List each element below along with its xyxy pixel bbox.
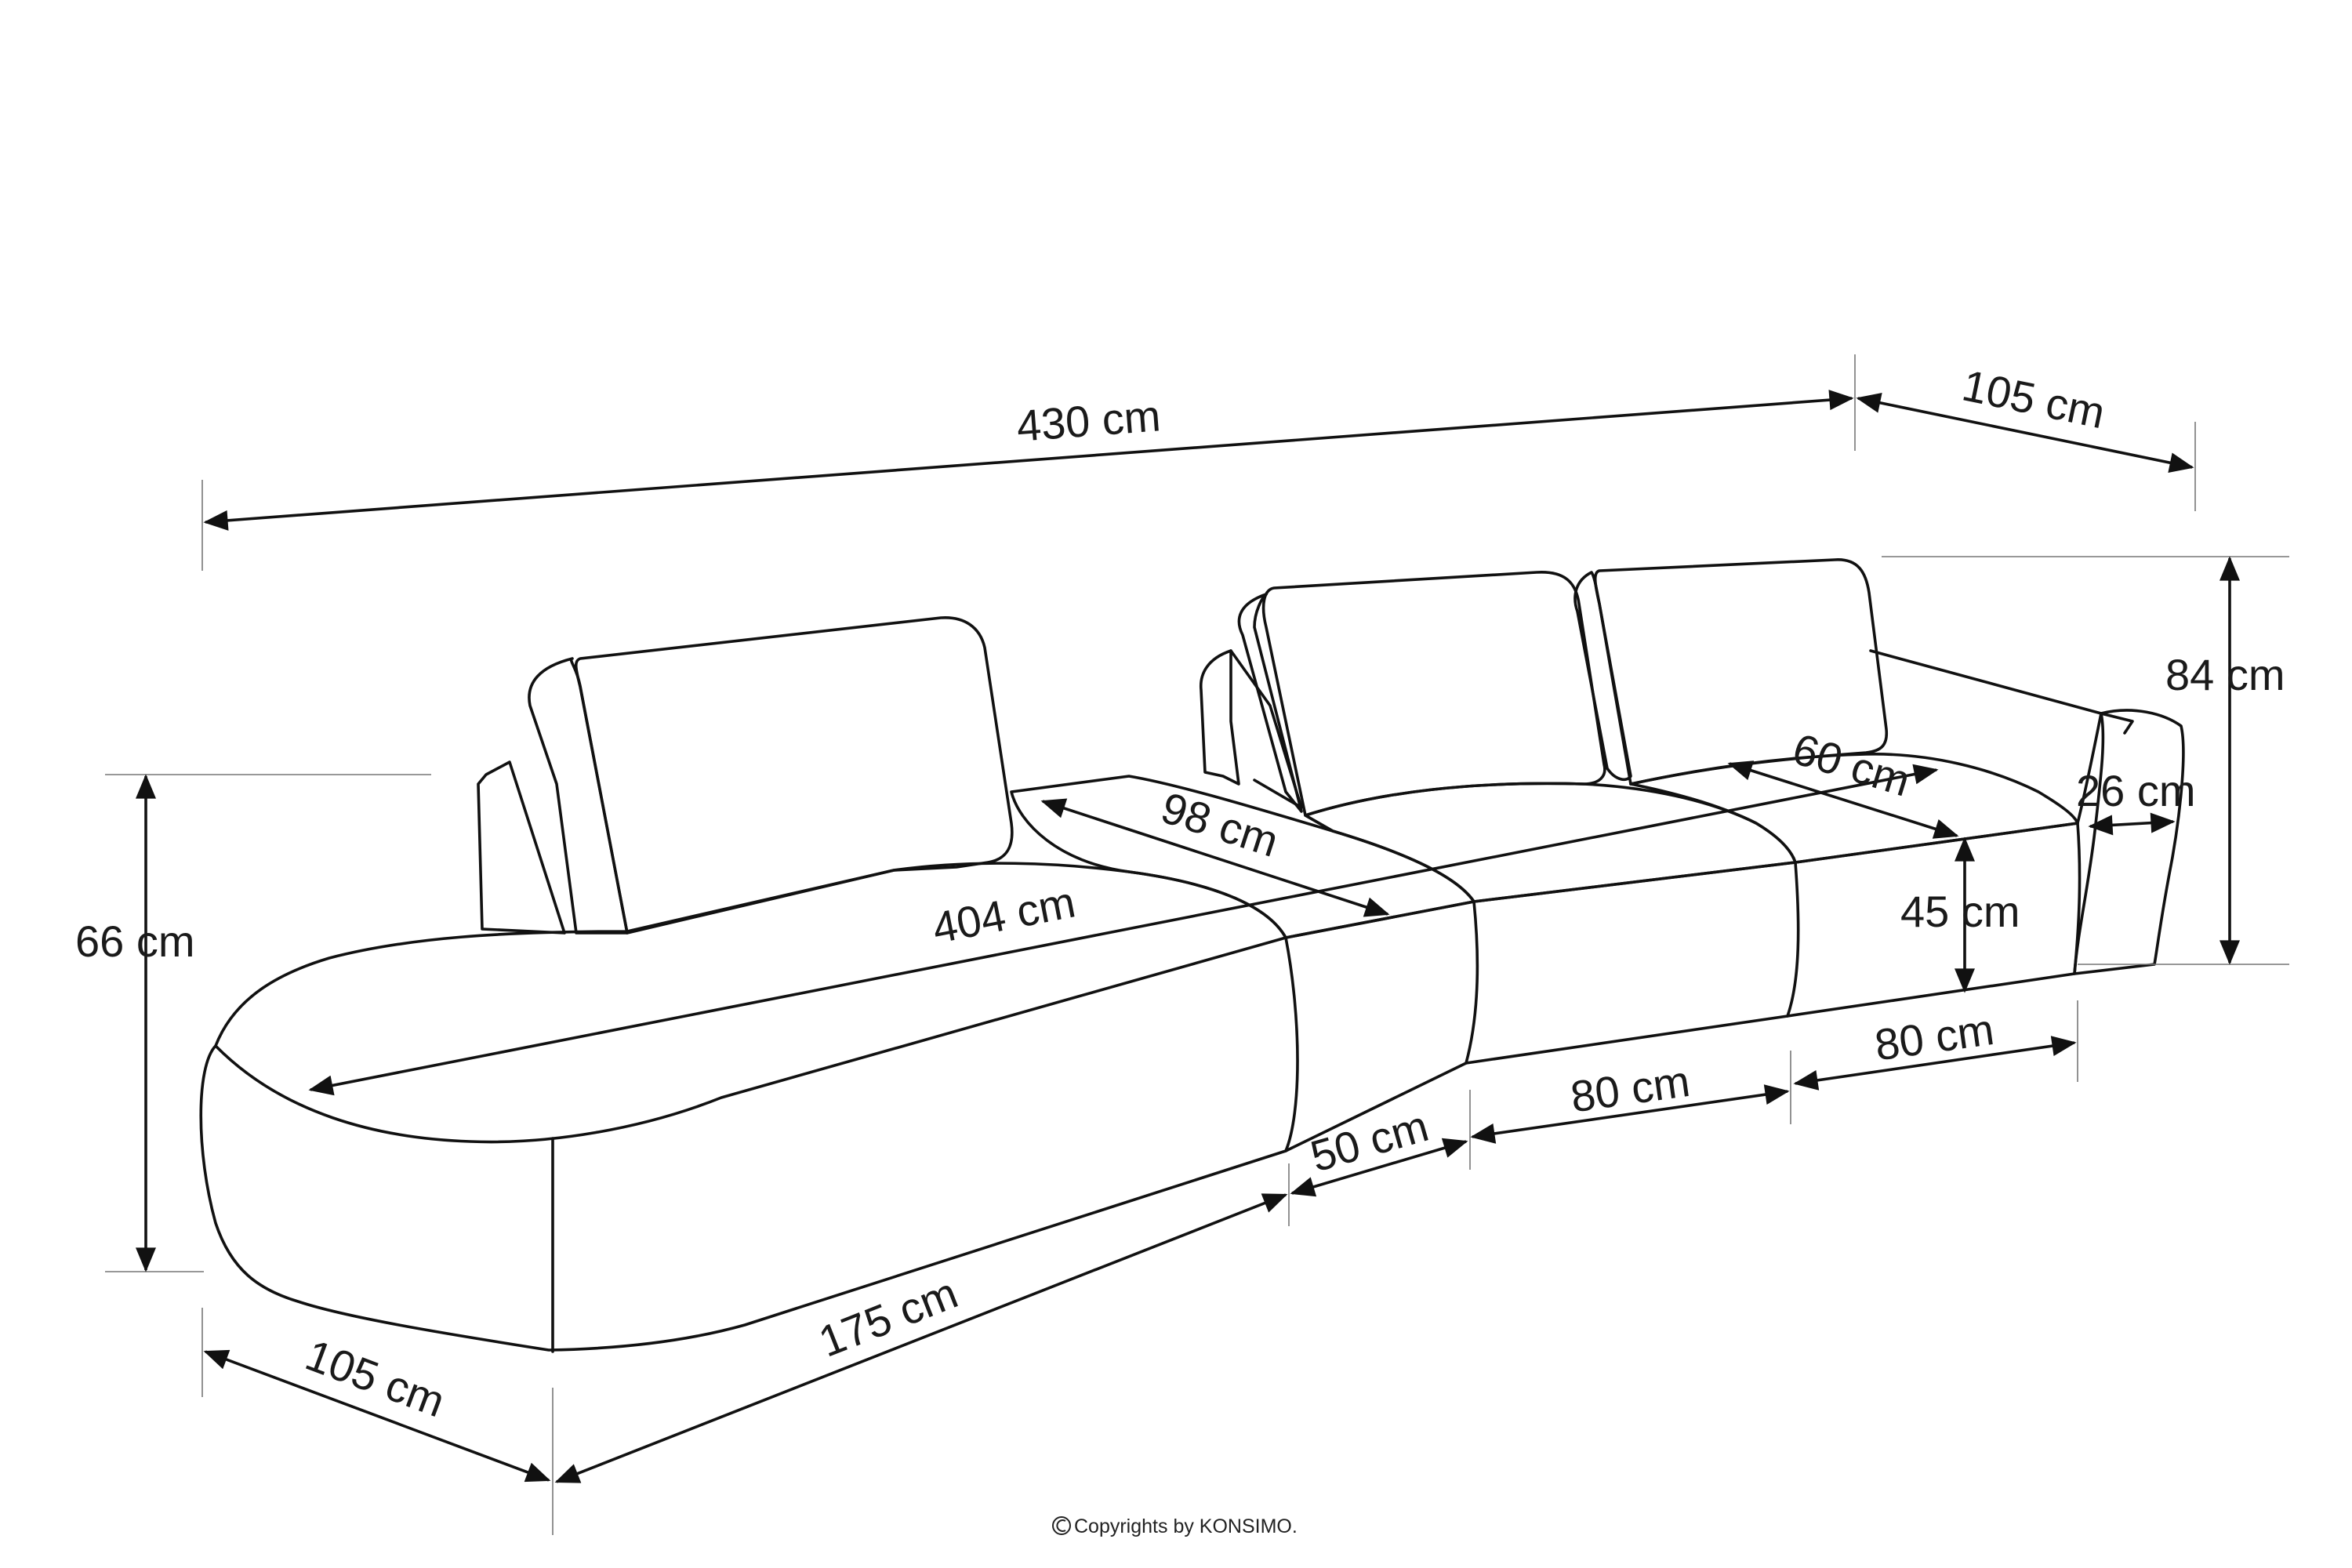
right-armrest-inner bbox=[2076, 712, 2103, 825]
label-total-width: 430 cm bbox=[1015, 390, 1163, 451]
right-back-panel bbox=[1869, 649, 2134, 735]
module-80-right-front bbox=[1786, 822, 2082, 1018]
module-80-middle-front bbox=[1465, 861, 1800, 1065]
left-back-cushion-front bbox=[574, 616, 1014, 935]
dim-line-404 bbox=[308, 764, 1939, 1096]
right-back-cushion bbox=[1573, 571, 1632, 782]
extension-lines bbox=[105, 354, 2289, 1535]
label-seat-depth: 98 cm bbox=[1156, 782, 1285, 866]
label-side-depth-top: 105 cm bbox=[1958, 360, 2110, 437]
label-seat-length: 404 cm bbox=[928, 877, 1079, 953]
copyright-icon bbox=[1052, 1516, 1071, 1535]
label-armrest-height: 66 cm bbox=[75, 916, 195, 966]
middle-back-cushion bbox=[1237, 593, 1303, 813]
left-back-cushion bbox=[528, 657, 629, 935]
dim-line-80-middle bbox=[1470, 1084, 1790, 1144]
dim-line-80-right bbox=[1793, 1036, 2077, 1091]
label-armrest-width: 26 cm bbox=[2076, 766, 2196, 815]
dim-line-26 bbox=[2088, 812, 2176, 836]
dim-line-105-bottom bbox=[203, 1349, 551, 1483]
middle-back-panel bbox=[1199, 649, 1240, 786]
right-armrest bbox=[2073, 709, 2185, 975]
middle-back-cushion-front bbox=[1261, 571, 1606, 817]
label-module-80-right: 80 cm bbox=[1871, 1004, 1997, 1070]
left-back-panel bbox=[477, 760, 566, 935]
label-seat-height: 45 cm bbox=[1900, 887, 2020, 936]
copyright-notice: Copyrights by KONSIMO. bbox=[1052, 1515, 1298, 1537]
dim-line-105-top bbox=[1856, 393, 2194, 473]
module-80-middle-seat-top bbox=[1304, 782, 1797, 903]
dim-line-60 bbox=[1727, 760, 1959, 839]
dim-line-430 bbox=[203, 390, 1854, 531]
chaise-front bbox=[199, 936, 1299, 1352]
label-chaise-depth: 105 cm bbox=[299, 1330, 452, 1426]
dimension-labels: 430 cm 105 cm 84 cm 66 cm 98 cm 404 cm 6… bbox=[75, 360, 2285, 1426]
copyright-text: Copyrights by KONSIMO. bbox=[1074, 1515, 1298, 1537]
label-total-height: 84 cm bbox=[2165, 650, 2285, 699]
label-module-80-middle: 80 cm bbox=[1567, 1056, 1693, 1122]
label-backrest-depth: 60 cm bbox=[1788, 724, 1916, 806]
dimension-lines bbox=[136, 390, 2240, 1483]
dim-line-50 bbox=[1290, 1138, 1468, 1197]
dim-line-175 bbox=[554, 1193, 1288, 1483]
